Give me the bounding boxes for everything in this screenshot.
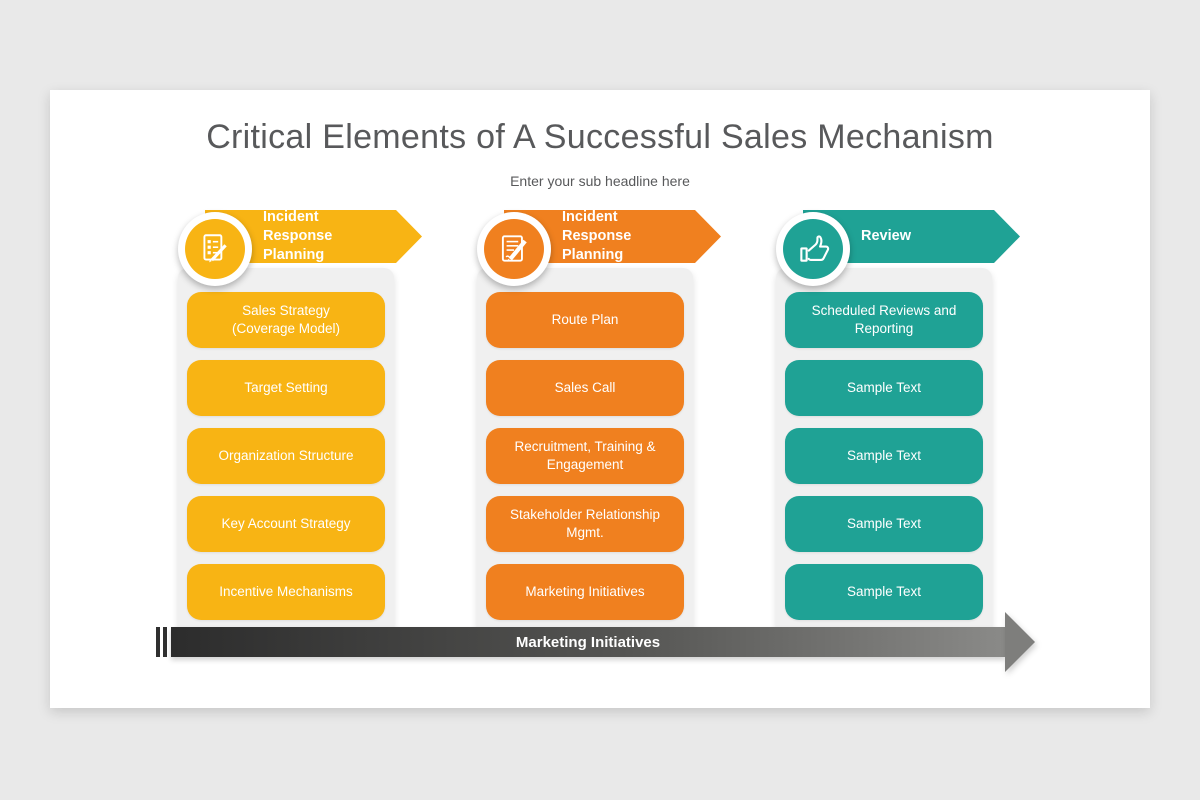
arrow-body: Marketing Initiatives bbox=[171, 627, 1005, 657]
slide-canvas: Critical Elements of A Successful Sales … bbox=[50, 90, 1150, 708]
column-header-label: Incident Response Planning bbox=[562, 209, 632, 263]
list-item: Marketing Initiatives bbox=[486, 564, 684, 620]
list-item: Recruitment, Training & Engagement bbox=[486, 428, 684, 484]
list-item: Sample Text bbox=[785, 564, 983, 620]
document-pen-icon bbox=[484, 219, 544, 279]
list-item: Sales Strategy (Coverage Model) bbox=[187, 292, 385, 348]
list-item: Sample Text bbox=[785, 360, 983, 416]
list-item: Organization Structure bbox=[187, 428, 385, 484]
arrow-tail-bar bbox=[163, 627, 167, 657]
list-item: Sample Text bbox=[785, 496, 983, 552]
column-header-label: Review bbox=[861, 228, 911, 245]
list-item: Sample Text bbox=[785, 428, 983, 484]
list-item: Stakeholder Relationship Mgmt. bbox=[486, 496, 684, 552]
list-item: Incentive Mechanisms bbox=[187, 564, 385, 620]
list-item: Sales Call bbox=[486, 360, 684, 416]
list-item: Scheduled Reviews and Reporting bbox=[785, 292, 983, 348]
arrow-label: Marketing Initiatives bbox=[515, 633, 661, 651]
arrow-tail-bar bbox=[156, 627, 160, 657]
sub-headline: Enter your sub headline here bbox=[510, 173, 690, 189]
arrow-head-icon bbox=[1005, 612, 1035, 672]
list-item: Target Setting bbox=[187, 360, 385, 416]
thumbs-up-icon bbox=[783, 219, 843, 279]
column-header-badge bbox=[477, 212, 551, 286]
page-title: Critical Elements of A Successful Sales … bbox=[206, 118, 994, 156]
document-checklist-pen-icon bbox=[185, 219, 245, 279]
column-header-badge bbox=[178, 212, 252, 286]
list-item: Route Plan bbox=[486, 292, 684, 348]
column-header-badge bbox=[776, 212, 850, 286]
list-item: Key Account Strategy bbox=[187, 496, 385, 552]
column-header-label: Incident Response Planning bbox=[263, 209, 333, 263]
